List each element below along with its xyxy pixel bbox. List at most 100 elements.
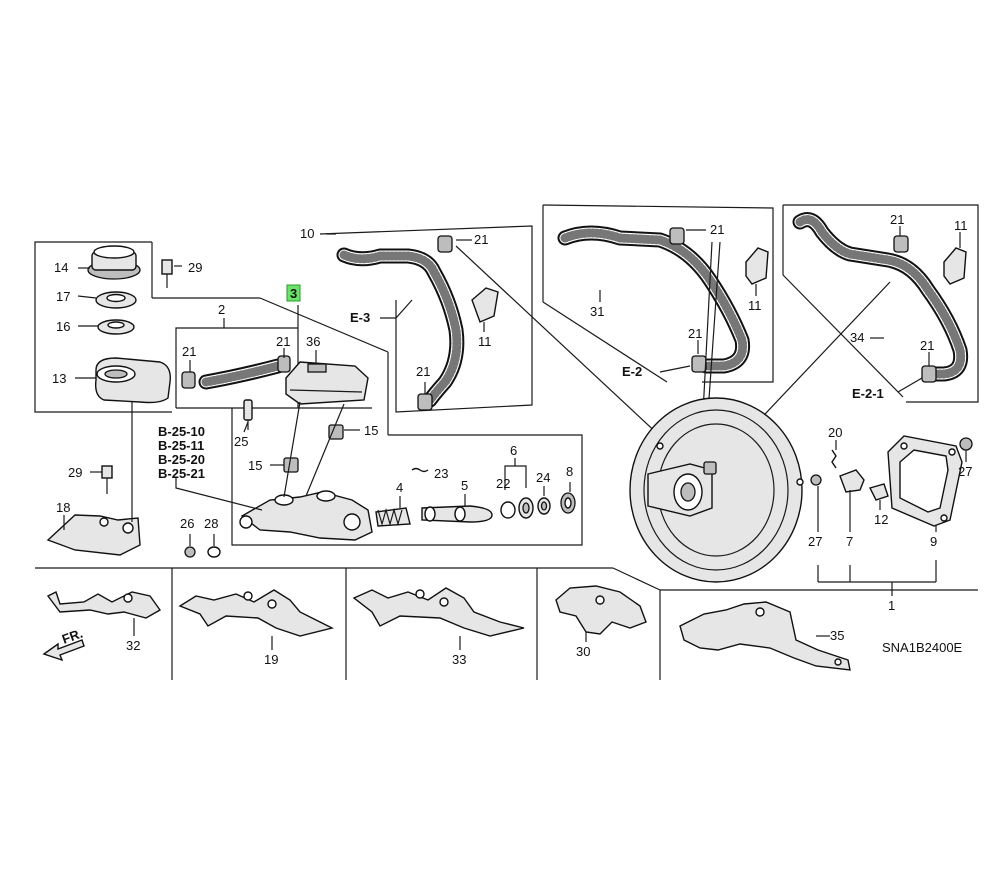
- callout-8: 8: [566, 464, 573, 479]
- callout-28: 28: [204, 516, 218, 531]
- callout-21-e21-top: 21: [890, 212, 904, 227]
- callout-15-upper: 15: [364, 423, 378, 438]
- callout-11-e3: 11: [478, 334, 492, 349]
- callout-21-e2-top: 21: [710, 222, 724, 237]
- ref-b2511: B-25-11: [158, 438, 204, 453]
- callout-20: 20: [828, 425, 842, 440]
- callout-23: 23: [434, 466, 448, 481]
- reservoir-bracket: [46, 514, 141, 556]
- callout-33: 33: [452, 652, 466, 667]
- callout-14: 14: [54, 260, 68, 275]
- pin-icon: [868, 483, 889, 501]
- front-direction-label: FR.: [60, 626, 85, 647]
- callout-6: 6: [510, 443, 517, 458]
- callout-21-e3-bottom: 21: [416, 364, 430, 379]
- clamp-icon: [471, 287, 499, 323]
- callout-21-mc-left: 21: [182, 344, 196, 359]
- clamp-icon: [745, 247, 769, 285]
- reservoir-group: [46, 245, 182, 556]
- bracket-row: [42, 585, 851, 671]
- ref-b2521: B-25-21: [158, 466, 205, 481]
- callout-32: 32: [126, 638, 140, 653]
- callout-21-e2-bottom: 21: [688, 326, 702, 341]
- callout-27-left: 27: [808, 534, 822, 549]
- callout-27-right: 27: [958, 464, 972, 479]
- hose-clip-icon: [893, 235, 909, 253]
- check-valve-icon: [703, 461, 717, 475]
- bracket-32: [46, 591, 162, 619]
- callout-26: 26: [180, 516, 194, 531]
- nut-icon: [959, 437, 973, 451]
- nut-icon: [184, 546, 196, 558]
- seal-kit-group: [375, 458, 576, 527]
- mc-reservoir: [285, 361, 369, 405]
- reference-labels: E-3 E-2 E-2-1 B-25-10 B-25-11 B-25-20 B-…: [60, 310, 963, 655]
- hose-clip-icon: [277, 355, 291, 373]
- joint-icon: [839, 469, 865, 493]
- callout-31: 31: [590, 304, 604, 319]
- callout-19: 19: [264, 652, 278, 667]
- hose-e3-group: [326, 233, 691, 465]
- booster-small-parts: [810, 435, 973, 532]
- bolt-icon: [101, 465, 113, 479]
- ref-b2520: B-25-20: [158, 452, 205, 467]
- callout-5: 5: [461, 478, 468, 493]
- callout-15-lower: 15: [248, 458, 262, 473]
- callout-21-mc-right: 21: [276, 334, 290, 349]
- hose-clip-icon: [437, 235, 453, 253]
- highlighted-part-marker: [286, 284, 301, 302]
- bracket-30: [555, 585, 647, 635]
- bracket-35: [679, 601, 851, 671]
- washer-icon: [207, 546, 221, 558]
- ref-e3: E-3: [350, 310, 370, 325]
- callout-34: 34: [850, 330, 864, 345]
- callout-labels: 14 29 17 16 13 2 3 36 21 21 25 15 15 29 …: [52, 212, 972, 667]
- ref-b2510: B-25-10: [158, 424, 205, 439]
- clamp-icon: [943, 247, 967, 285]
- callout-30: 30: [576, 644, 590, 659]
- callout-25: 25: [234, 434, 248, 449]
- brake-booster-group: [629, 397, 937, 596]
- callout-4: 4: [396, 480, 403, 495]
- callout-1: 1: [888, 598, 895, 613]
- bracket-33: [352, 587, 525, 637]
- callout-2: 2: [218, 302, 225, 317]
- reservoir-cap-top: [93, 245, 135, 259]
- callout-10: 10: [300, 226, 314, 241]
- diagram-code: SNA1B2400E: [882, 640, 963, 655]
- spring-icon: [375, 507, 411, 527]
- nut-icon: [810, 474, 822, 486]
- bolt-icon: [161, 259, 173, 275]
- hose-clip-icon: [921, 365, 937, 383]
- brake-booster: [629, 397, 803, 583]
- callout-7: 7: [846, 534, 853, 549]
- callout-36: 36: [306, 334, 320, 349]
- callout-12: 12: [874, 512, 888, 527]
- callout-16: 16: [56, 319, 70, 334]
- grommet-icon: [283, 457, 299, 473]
- frame-lines: [34, 204, 979, 680]
- connector: [307, 363, 327, 373]
- hose-clip-icon: [669, 227, 685, 245]
- callout-9: 9: [930, 534, 937, 549]
- bracket-19: [178, 589, 335, 637]
- callout-21-e3-top: 21: [474, 232, 488, 247]
- callout-18: 18: [56, 500, 70, 515]
- front-arrow-icon: [42, 639, 85, 662]
- clip-ring-icon: [411, 467, 429, 473]
- master-cylinder-group: [175, 284, 373, 558]
- callout-29-lower: 29: [68, 465, 82, 480]
- ref-e21: E-2-1: [852, 386, 884, 401]
- callout-3: 3: [290, 286, 297, 301]
- callout-21-e21-bottom: 21: [920, 338, 934, 353]
- grommet-icon: [328, 424, 344, 440]
- ref-e2: E-2: [622, 364, 642, 379]
- clip-icon: [831, 449, 837, 469]
- bolt-icon: [243, 399, 253, 421]
- ring-icon: [500, 501, 516, 519]
- callout-17: 17: [56, 289, 70, 304]
- callout-11-e2: 11: [748, 298, 762, 313]
- callout-11-e21: 11: [954, 218, 968, 233]
- hose-clip-icon: [691, 355, 707, 373]
